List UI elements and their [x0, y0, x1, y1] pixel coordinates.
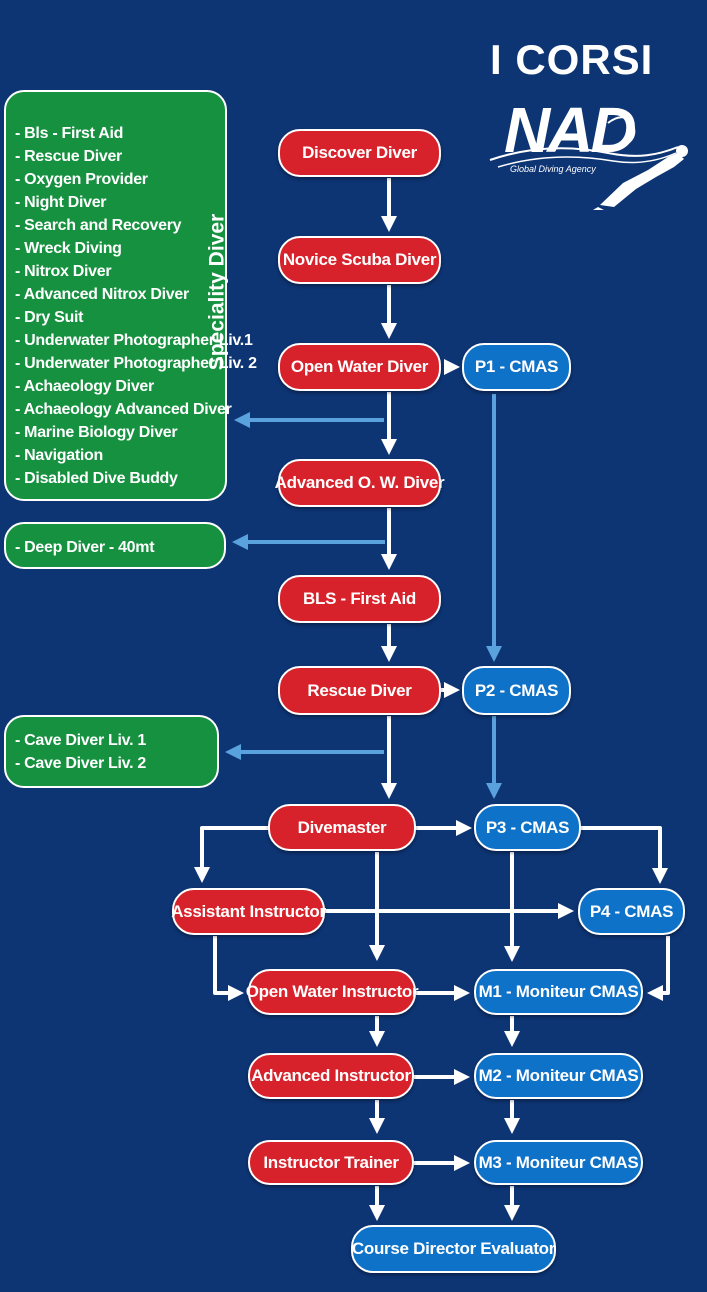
- specialty-list: - Bls - First Aid - Rescue Diver - Oxygen …: [15, 122, 257, 490]
- specialty-item: - Rescue Diver: [15, 148, 122, 165]
- deep-diver-box: - Deep Diver - 40mt: [4, 522, 226, 569]
- node-open-water-instructor: Open Water Instructor: [246, 969, 419, 1015]
- node-p1-cmas: P1 - CMAS: [462, 343, 571, 391]
- page-title: I CORSI: [490, 36, 654, 83]
- node-p3-cmas: P3 - CMAS: [474, 804, 581, 851]
- diver-icon: [489, 116, 688, 210]
- specialty-item: - Wreck Diving: [15, 240, 122, 257]
- node-open-water-diver: Open Water Diver: [278, 343, 441, 391]
- specialty-item: - Navigation: [15, 447, 103, 464]
- logo-tagline: Global Diving Agency: [510, 164, 596, 174]
- node-advanced-ow-diver: Advanced O. W. Diver: [275, 459, 445, 507]
- node-p2-cmas: P2 - CMAS: [462, 666, 571, 715]
- cave-item: - Cave Diver Liv. 2: [15, 755, 146, 772]
- node-m3-moniteur-cmas: M3 - Moniteur CMAS: [474, 1140, 643, 1185]
- arrow-p4-m1: [647, 936, 670, 1001]
- nad-logo: NAD Global Diving Agency: [488, 95, 698, 210]
- arrow-divemaster-assistant: [194, 826, 270, 883]
- node-discover-diver: Discover Diver: [278, 129, 441, 177]
- specialty-item: - Search and Recovery: [15, 217, 182, 234]
- specialty-diver-box: - Bls - First Aid - Rescue Diver - Oxygen …: [4, 90, 257, 501]
- specialty-item: - Achaeology Diver: [15, 378, 154, 395]
- logo-wordmark: NAD: [504, 94, 637, 166]
- node-p4-cmas: P4 - CMAS: [578, 888, 685, 935]
- node-bls-first-aid: BLS - First Aid: [278, 575, 441, 623]
- specialty-item: - Bls - First Aid: [15, 125, 124, 142]
- arrow-assistant-owi: [213, 936, 244, 1001]
- specialty-title: Speciality Diver: [205, 213, 228, 371]
- specialty-item: - Dry Suit: [15, 309, 84, 326]
- node-divemaster: Divemaster: [268, 804, 416, 851]
- specialty-item: - Disabled Dive Buddy: [15, 470, 178, 487]
- specialty-item: - Marine Biology Diver: [15, 424, 178, 441]
- cave-item: - Cave Diver Liv. 1: [15, 732, 146, 749]
- node-course-director-evaluator: Course Director Evaluator: [351, 1225, 556, 1273]
- deep-item: - Deep Diver - 40mt: [15, 539, 155, 556]
- arrow-p3-p4: [581, 826, 668, 884]
- node-rescue-diver: Rescue Diver: [278, 666, 441, 715]
- node-advanced-instructor: Advanced Instructor: [248, 1053, 414, 1099]
- specialty-item: - Underwater Photographer Liv.1: [15, 332, 253, 349]
- deep-list: - Deep Diver - 40mt: [15, 536, 224, 559]
- specialty-item: - Underwater Photographer Liv. 2: [15, 355, 257, 372]
- node-assistant-instructor: Assistant Instructor: [171, 888, 326, 935]
- node-m1-moniteur-cmas: M1 - Moniteur CMAS: [474, 969, 643, 1015]
- specialty-item: - Advanced Nitrox Diver: [15, 286, 189, 303]
- specialty-item: - Oxygen Provider: [15, 171, 148, 188]
- specialty-item: - Nitrox Diver: [15, 263, 112, 280]
- cave-list: - Cave Diver Liv. 1 - Cave Diver Liv. 2: [15, 729, 217, 775]
- node-novice-scuba-diver: Novice Scuba Diver: [278, 236, 441, 284]
- cave-diver-box: - Cave Diver Liv. 1 - Cave Diver Liv. 2: [4, 715, 219, 788]
- specialty-item: - Night Diver: [15, 194, 107, 211]
- specialty-item: - Achaeology Advanced Diver: [15, 401, 232, 418]
- node-m2-moniteur-cmas: M2 - Moniteur CMAS: [474, 1053, 643, 1099]
- node-instructor-trainer: Instructor Trainer: [248, 1140, 414, 1185]
